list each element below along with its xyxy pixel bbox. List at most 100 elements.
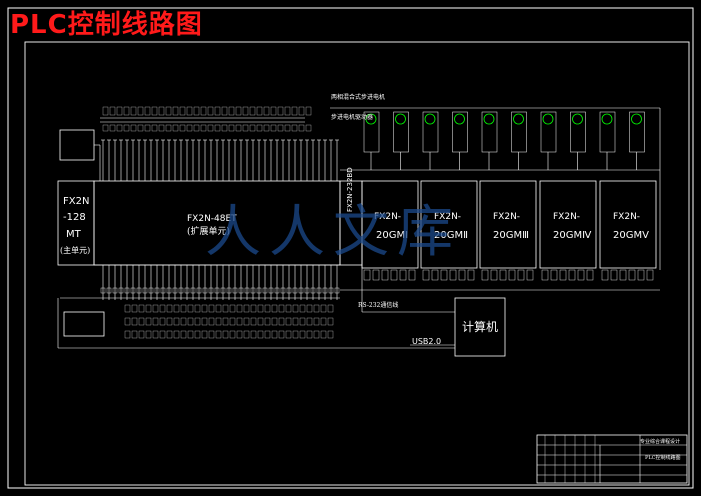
driver-4-prefix: FX2N-: [553, 212, 581, 222]
output-relay: [166, 287, 172, 294]
output-relay: [220, 287, 226, 294]
output-label-block: [320, 330, 327, 339]
output-label-block: [243, 304, 250, 313]
driver-box-1: [361, 180, 419, 269]
output-relay: [136, 287, 142, 294]
output-label-block: [138, 330, 145, 339]
output-label-block: [152, 330, 159, 339]
stepper-motor-icon: [542, 113, 554, 125]
output-label-block: [187, 304, 194, 313]
output-relay: [106, 287, 112, 294]
stepper-motor-icon: [395, 113, 406, 125]
output-label-block: [201, 317, 208, 326]
input-label-block: [221, 106, 228, 116]
output-label-block: [124, 330, 131, 339]
inner-frame: [24, 41, 690, 486]
stepper-motor-icon: [572, 113, 583, 125]
output-relay: [250, 287, 256, 294]
input-label-block: [277, 124, 284, 132]
input-label-block: [116, 106, 123, 116]
input-label-block: [172, 106, 179, 116]
output-label-block: [236, 330, 243, 339]
input-label-block: [305, 106, 312, 116]
input-label-block: [158, 106, 165, 116]
output-label-block: [180, 317, 187, 326]
output-relay: [274, 287, 280, 294]
motor-lead-box: [570, 111, 586, 153]
output-label-block: [292, 330, 299, 339]
driver-terminal: [559, 269, 567, 281]
input-label-block: [298, 124, 305, 132]
input-label-block: [270, 106, 277, 116]
input-label-block: [123, 124, 130, 132]
output-label-block: [138, 304, 145, 313]
output-label-block: [201, 330, 208, 339]
output-label-block: [201, 304, 208, 313]
input-label-block: [305, 124, 312, 132]
output-relay: [268, 287, 274, 294]
output-label-block: [257, 304, 264, 313]
input-label-block: [130, 106, 137, 116]
driver-terminal: [601, 269, 609, 281]
output-relay: [322, 287, 328, 294]
driver-terminal: [399, 269, 407, 281]
output-label-block: [271, 304, 278, 313]
input-label-block: [193, 124, 200, 132]
power-supply-box: [59, 129, 95, 161]
output-relay: [154, 287, 160, 294]
output-relay: [130, 287, 136, 294]
driver-terminal: [541, 269, 549, 281]
expansion-unit-model: FX2N-48ET: [187, 214, 237, 224]
output-relay: [280, 287, 286, 294]
driver-3-prefix: FX2N-: [493, 212, 521, 222]
output-label-block: [250, 330, 257, 339]
output-label-block: [264, 330, 271, 339]
motor-lead-box: [481, 111, 498, 153]
expansion-unit-note: (扩展单元): [187, 227, 231, 237]
driver-2-label: 20GMⅡ: [434, 230, 469, 241]
output-label-block: [222, 304, 229, 313]
output-label-block: [271, 330, 278, 339]
input-label-block: [130, 124, 137, 132]
driver-terminal: [363, 269, 371, 281]
output-relay: [238, 287, 244, 294]
output-label-block: [180, 330, 187, 339]
output-relay: [142, 287, 148, 294]
output-label-block: [215, 304, 222, 313]
driver-terminal: [568, 269, 576, 281]
output-relay: [232, 287, 238, 294]
output-label-block: [159, 317, 166, 326]
output-label-block: [173, 304, 180, 313]
usb-label: USB2.0: [412, 337, 442, 346]
output-relay: [226, 287, 232, 294]
input-label-block: [137, 106, 144, 116]
output-relay: [316, 287, 322, 294]
input-label-block: [158, 124, 165, 132]
main-plc-model-3: MT: [66, 229, 81, 240]
input-label-block: [165, 124, 172, 132]
driver-terminal: [646, 269, 654, 281]
output-label-block: [292, 317, 299, 326]
driver-box-2: [420, 180, 478, 269]
output-label-block: [208, 330, 215, 339]
output-label-block: [278, 330, 285, 339]
output-label-block: [306, 317, 313, 326]
output-label-block: [222, 330, 229, 339]
input-label-block: [200, 124, 207, 132]
driver-terminal: [586, 269, 594, 281]
output-power-box: [63, 311, 105, 337]
input-label-block: [284, 106, 291, 116]
motor-lead-box: [363, 111, 380, 153]
input-label-block: [242, 124, 249, 132]
input-label-block: [172, 124, 179, 132]
driver-terminal: [526, 269, 534, 281]
input-label-block: [284, 124, 291, 132]
output-relay: [172, 287, 178, 294]
driver-box-5: [599, 180, 657, 269]
output-label-block: [159, 330, 166, 339]
stepper-motor-icon: [631, 113, 642, 125]
stepper-bank-label-2: 步进电机驱动器: [331, 114, 374, 121]
output-label-block: [299, 317, 306, 326]
output-label-block: [131, 304, 138, 313]
main-plc-model-2: -128: [63, 212, 86, 223]
